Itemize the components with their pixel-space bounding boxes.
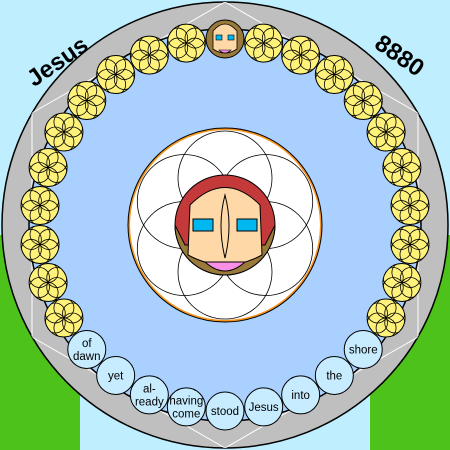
trefoil-circle-icon: [281, 35, 321, 75]
trefoil-circle-icon: [96, 55, 136, 95]
trefoil-circle-icon: [44, 112, 84, 152]
trefoil-circle-icon: [390, 224, 430, 264]
right-eye-icon: [236, 218, 258, 232]
trefoil-circle-icon: [28, 148, 68, 188]
word-circle: into: [281, 375, 321, 415]
word-circle-label: al-: [143, 383, 156, 395]
trefoil-circle-icon: [244, 23, 284, 63]
word-circle-label: ready: [135, 396, 164, 408]
mouth-icon: [203, 261, 247, 272]
word-circle-label: the: [326, 370, 342, 382]
word-circle-label: come: [172, 408, 200, 420]
left-eye-icon: [192, 218, 214, 232]
trefoil-circle-icon: [20, 186, 60, 226]
ring-of-circles: shoretheintoJesusstoodhavingcomeal-ready…: [20, 19, 430, 431]
central-face-icon: [174, 174, 276, 276]
word-circle-label: yet: [108, 370, 124, 382]
word-circle-label: having: [169, 395, 203, 407]
word-circle-label: shore: [349, 344, 378, 356]
word-circle: Jesus: [244, 387, 284, 427]
trefoil-circle-icon: [314, 55, 354, 95]
word-circle-label: into: [291, 390, 310, 402]
central-medallion: [127, 127, 323, 323]
word-circle: al-ready: [129, 375, 169, 415]
trefoil-circle-icon: [28, 262, 68, 302]
word-circle: stood: [205, 391, 245, 431]
trefoil-circle-icon: [67, 81, 107, 121]
word-circle-label: stood: [211, 406, 239, 418]
trefoil-circle-icon: [166, 23, 206, 63]
face-icon: [205, 19, 245, 59]
trefoil-circle-icon: [343, 81, 383, 121]
trefoil-circle-icon: [366, 112, 406, 152]
trefoil-circle-icon: [44, 298, 84, 338]
word-circle: shore: [343, 329, 383, 369]
trefoil-circle-icon: [20, 224, 60, 264]
trefoil-circle-icon: [382, 148, 422, 188]
trefoil-circle-icon: [382, 262, 422, 302]
word-circle-label: dawn: [73, 351, 101, 363]
word-circle-label: Jesus: [249, 402, 279, 414]
word-circle: yet: [96, 355, 136, 395]
word-circle: the: [314, 355, 354, 395]
word-circle-label: of: [82, 338, 92, 350]
trefoil-circle-icon: [390, 186, 430, 226]
trefoil-circle-icon: [366, 298, 406, 338]
trefoil-circle-icon: [129, 35, 169, 75]
